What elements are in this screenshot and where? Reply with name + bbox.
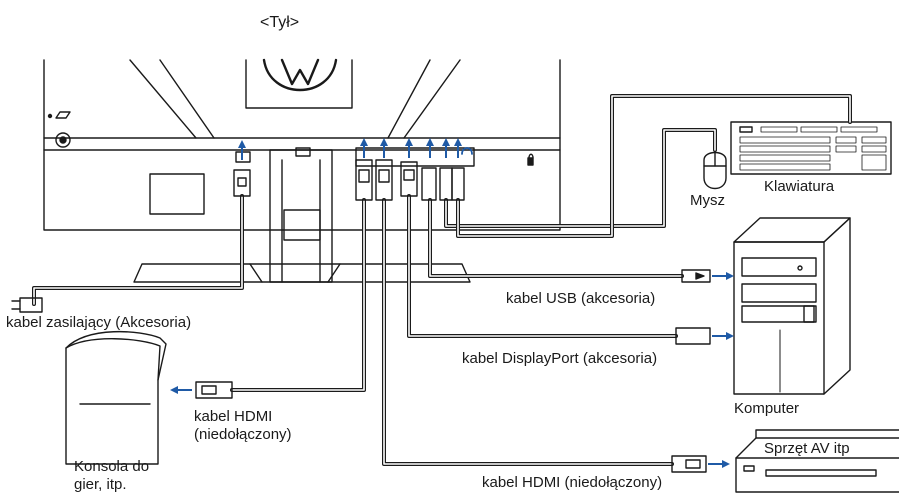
keyboard-label: Klawiatura (764, 178, 835, 195)
computer-tower-icon (733, 217, 851, 395)
usb-plug-icon-2 (439, 167, 465, 201)
direction-arrows (170, 138, 734, 468)
mouse-label: Mysz (690, 192, 725, 209)
usb-cable-label: kabel USB (akcesoria) (506, 290, 656, 307)
computer-label: Komputer (734, 400, 800, 417)
hdmi-plug-icon-2 (375, 159, 707, 473)
headphone-jack-icon (461, 147, 473, 155)
hdmi-av-label: kabel HDMI (niedołączony) (482, 474, 663, 491)
hdmi-plug-icon (195, 159, 373, 399)
monitor-back (43, 58, 561, 283)
kensington-lock-icon (527, 153, 534, 166)
power-plug-icon (11, 169, 251, 313)
displayport-cable-label: kabel DisplayPort (akcesoria) (462, 350, 658, 367)
av-device-icon (735, 429, 899, 493)
mouse-icon (703, 151, 727, 190)
console-label-line1: Konsola do (74, 458, 150, 475)
hdmi-console-label-line2: (niedołączony) (194, 426, 292, 443)
displayport-plug-icon (400, 161, 711, 345)
keyboard-icon (730, 121, 892, 175)
hdmi-console-label-line1: kabel HDMI (194, 408, 273, 425)
usb-plug-icon (421, 167, 711, 283)
console-label-line2: gier, itp. (74, 476, 127, 493)
power-cable-label: kabel zasilający (Akcesoria) (6, 314, 192, 331)
game-console-icon (65, 330, 167, 465)
page-title: <Tył> (260, 14, 300, 31)
av-device-label: Sprzęt AV itp (764, 440, 850, 457)
